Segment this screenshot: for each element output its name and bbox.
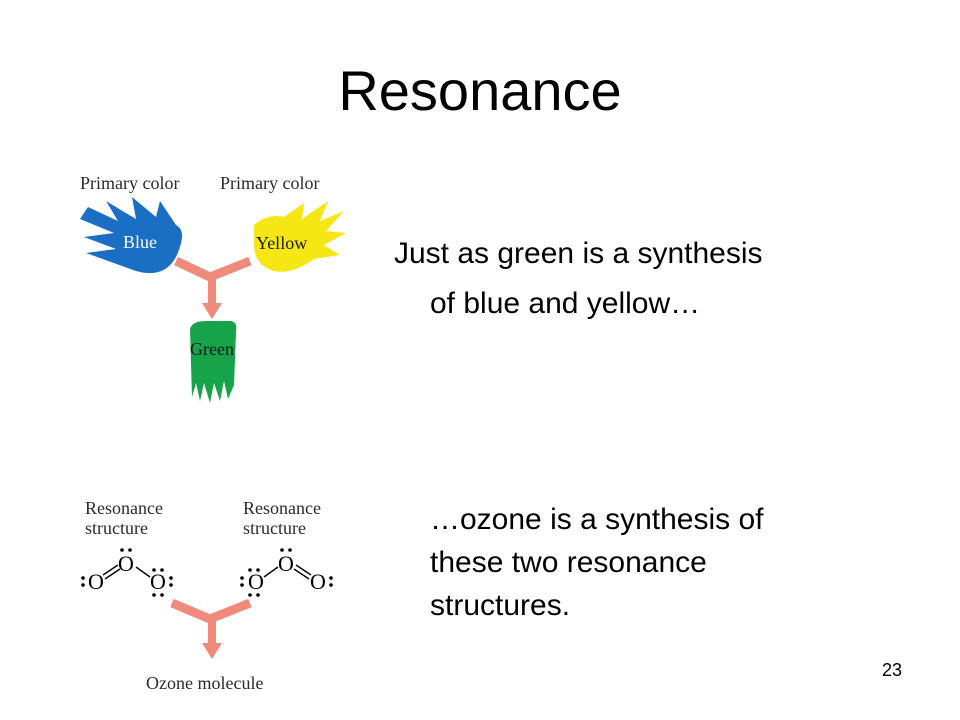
ozone-molecule-label: Ozone molecule: [146, 673, 264, 693]
color-synthesis-figure: Blue Yellow Green: [80, 197, 346, 403]
merge-arrow: [174, 256, 252, 319]
primary-color-label-right: Primary color: [220, 173, 320, 193]
paragraph-1-line-2: of blue and yellow…: [430, 287, 701, 320]
ozone-atom-right-right: O: [310, 569, 326, 594]
paragraph-1-line-1: Just as green is a synthesis: [394, 237, 763, 270]
paragraph-2-line-2: these two resonance: [430, 546, 707, 579]
blob-label-yellow: Yellow: [256, 233, 307, 253]
ozone-resonance-figure: O O O O O O: [81, 548, 333, 659]
ozone-merge-arrow: [170, 598, 252, 659]
yellow-blob: Yellow: [254, 201, 346, 272]
resonance-label-left-2: structure: [85, 518, 148, 538]
ozone-atom-center-left: O: [118, 551, 134, 576]
resonance-structure-left: O O O: [81, 548, 173, 597]
blob-label-green: Green: [190, 339, 234, 359]
resonance-label-right-1: Resonance: [243, 498, 321, 518]
ozone-atom-center-right: O: [278, 551, 294, 576]
ozone-atom-left-right: O: [248, 569, 264, 594]
paragraph-2-line-3: structures.: [430, 589, 571, 622]
primary-color-label-left: Primary color: [80, 173, 180, 193]
ozone-atom-left-left: O: [88, 569, 104, 594]
resonance-label-left-1: Resonance: [85, 498, 163, 518]
resonance-label-right-2: structure: [243, 518, 306, 538]
green-blob: Green: [190, 321, 237, 403]
paragraph-2-line-1: …ozone is a synthesis of: [430, 503, 764, 536]
slide-title: Resonance: [338, 59, 622, 122]
blue-blob: Blue: [80, 197, 182, 274]
slide-number: 23: [881, 660, 902, 680]
ozone-atom-right-left: O: [150, 569, 166, 594]
resonance-structure-right: O O O: [240, 548, 333, 597]
blob-label-blue: Blue: [123, 232, 157, 252]
